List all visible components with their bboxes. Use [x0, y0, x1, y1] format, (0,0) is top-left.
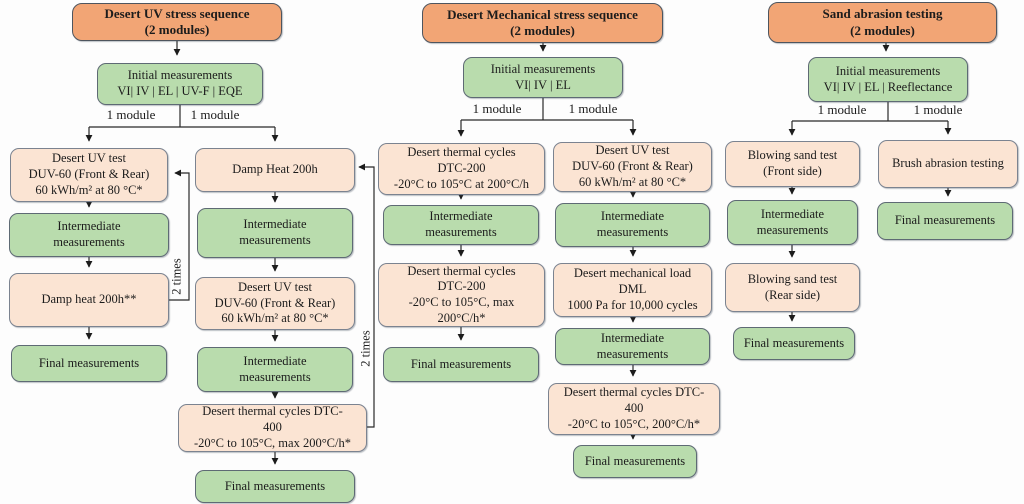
loop-label-2-times: 2 times: [358, 330, 373, 367]
branch-label-1-module: 1 module: [190, 107, 240, 122]
node-desert-thermal-cycles-dtc-200-max: Desert thermal cycles DTC-200 -20°C to 1…: [378, 263, 545, 327]
node-intermediate-measurements: Intermediate measurements: [383, 205, 539, 245]
node-final-measurements: Final measurements: [11, 345, 167, 382]
node-intermediate-measurements: Intermediate measurements: [9, 213, 169, 257]
node-desert-mechanical-load: Desert mechanical load DML 1000 Pa for 1…: [553, 263, 712, 317]
node-brush-abrasion-testing: Brush abrasion testing: [878, 140, 1018, 188]
loop-label-2-times: 2 times: [169, 258, 184, 295]
node-damp-heat-200h: Damp heat 200h**: [9, 273, 169, 327]
node-desert-thermal-cycles-dtc-200: Desert thermal cycles DTC-200 -20°C to 1…: [378, 143, 545, 195]
branch-label-1-module: 1 module: [568, 101, 618, 116]
node-final-measurements: Final measurements: [573, 445, 697, 478]
node-desert-uv-test: Desert UV test DUV-60 (Front & Rear) 60 …: [553, 142, 712, 192]
node-desert-thermal-cycles-dtc-400: Desert thermal cycles DTC- 400 -20°C to …: [548, 383, 720, 435]
node-initial-measurements: Initial measurements VI| IV | EL: [463, 57, 623, 98]
branch-label-1-module: 1 module: [817, 102, 867, 117]
node-intermediate-measurements: Intermediate measurements: [727, 200, 858, 245]
node-final-measurements: Final measurements: [195, 470, 355, 503]
node-intermediate-measurements: Intermediate measurements: [555, 328, 710, 365]
node-blowing-sand-test-front: Blowing sand test (Front side): [725, 141, 860, 187]
branch-label-1-module: 1 module: [472, 101, 522, 116]
node-initial-measurements: Initial measurements VI| IV | EL | Reefl…: [808, 57, 968, 102]
node-desert-thermal-cycles-dtc-400: Desert thermal cycles DTC- 400 -20°C to …: [178, 404, 367, 452]
node-desert-uv-test: Desert UV test DUV-60 (Front & Rear) 60 …: [195, 277, 355, 330]
header-sand-abrasion-testing: Sand abrasion testing (2 modules): [768, 2, 997, 43]
node-intermediate-measurements: Intermediate measurements: [197, 208, 353, 258]
header-desert-mechanical-stress-sequence: Desert Mechanical stress sequence (2 mod…: [422, 3, 663, 43]
node-final-measurements: Final measurements: [383, 347, 539, 382]
node-damp-heat-200h: Damp Heat 200h: [195, 148, 355, 192]
node-final-measurements: Final measurements: [733, 327, 855, 360]
branch-label-1-module: 1 module: [913, 102, 963, 117]
branch-label-1-module: 1 module: [106, 107, 156, 122]
node-desert-uv-test: Desert UV test DUV-60 (Front & Rear) 60 …: [10, 148, 168, 202]
node-intermediate-measurements: Intermediate measurements: [197, 347, 353, 392]
node-blowing-sand-test-rear: Blowing sand test (Rear side): [725, 263, 860, 312]
header-desert-uv-stress-sequence: Desert UV stress sequence (2 modules): [72, 3, 282, 41]
node-initial-measurements: Initial measurements VI| IV | EL | UV-F …: [97, 63, 263, 105]
node-final-measurements: Final measurements: [877, 202, 1013, 240]
node-intermediate-measurements: Intermediate measurements: [555, 203, 710, 247]
